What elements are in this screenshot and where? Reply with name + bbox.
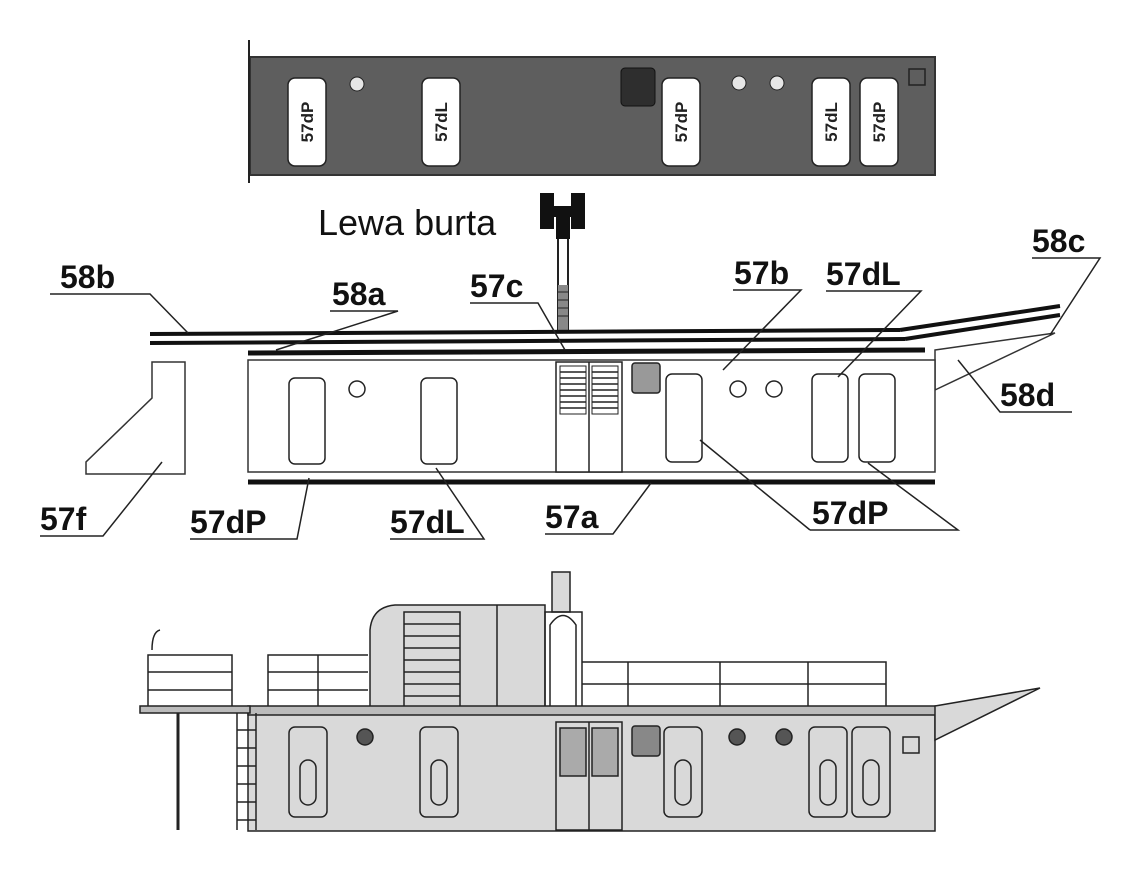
label-57dL-bottom: 57dL	[390, 504, 465, 540]
top-plate-label: 57dP	[672, 102, 691, 143]
top-plate-label: 57dL	[822, 102, 841, 142]
leader-lines	[40, 257, 1102, 540]
parts-diagram: 58b 58a 57c 57b 57dL 58c 58d 57f 57dP 57…	[40, 223, 1102, 540]
window-cutout	[811, 373, 849, 463]
label-57f: 57f	[40, 501, 87, 537]
small-square-icon	[908, 68, 926, 86]
porthole-icon	[729, 380, 747, 398]
top-panel: 57dP 57dL 57dP 57dL 57dP	[248, 40, 936, 183]
porthole-icon	[349, 76, 365, 92]
vent-icon	[631, 362, 661, 394]
side-piece-57f	[85, 361, 186, 475]
side-note: Lewa burta	[318, 202, 497, 243]
label-58a: 58a	[332, 276, 386, 312]
window-cutout	[288, 377, 326, 465]
top-plate: 57dL	[421, 77, 461, 167]
porthole-icon	[731, 75, 747, 91]
label-57dP-left: 57dP	[190, 504, 266, 540]
gantry-symbol-icon	[540, 193, 585, 239]
top-plate: 57dL	[811, 77, 851, 167]
rail-58b	[149, 328, 901, 336]
porthole-icon	[769, 75, 785, 91]
label-58c: 58c	[1032, 223, 1085, 259]
porthole-icon	[728, 728, 746, 746]
rail-58a	[247, 347, 926, 356]
ladder	[236, 713, 257, 830]
railing	[147, 629, 887, 706]
door-57c	[555, 361, 623, 473]
part-label: 58b	[60, 259, 115, 295]
vent-icon	[620, 67, 656, 107]
porthole-icon	[356, 728, 374, 746]
top-plate-label: 57dL	[432, 102, 451, 142]
side-elevation-drawing	[139, 571, 1041, 832]
vent-icon	[631, 725, 661, 757]
top-plate: 57dP	[661, 77, 701, 167]
small-square-icon	[902, 736, 920, 754]
window-cutout	[665, 373, 703, 463]
top-plate: 57dP	[287, 77, 327, 167]
mast-post	[557, 239, 569, 330]
porthole-icon	[348, 380, 366, 398]
mast	[551, 571, 571, 613]
porthole-icon	[765, 380, 783, 398]
label-57c: 57c	[470, 268, 523, 304]
label-58b: 58b	[60, 259, 115, 295]
bow-bracket	[934, 687, 1041, 742]
label-58d: 58d	[1000, 377, 1055, 413]
window-cutout	[420, 377, 458, 465]
top-plate-label: 57dP	[870, 102, 889, 143]
label-57b: 57b	[734, 255, 789, 291]
top-plate: 57dP	[859, 77, 899, 167]
label-57dL-top: 57dL	[826, 256, 901, 292]
label-57a: 57a	[545, 499, 599, 535]
window-cutout	[858, 373, 896, 463]
label-57dP-right: 57dP	[812, 495, 888, 531]
top-plate-label: 57dP	[298, 102, 317, 143]
side-window	[288, 726, 891, 818]
porthole-icon	[775, 728, 793, 746]
